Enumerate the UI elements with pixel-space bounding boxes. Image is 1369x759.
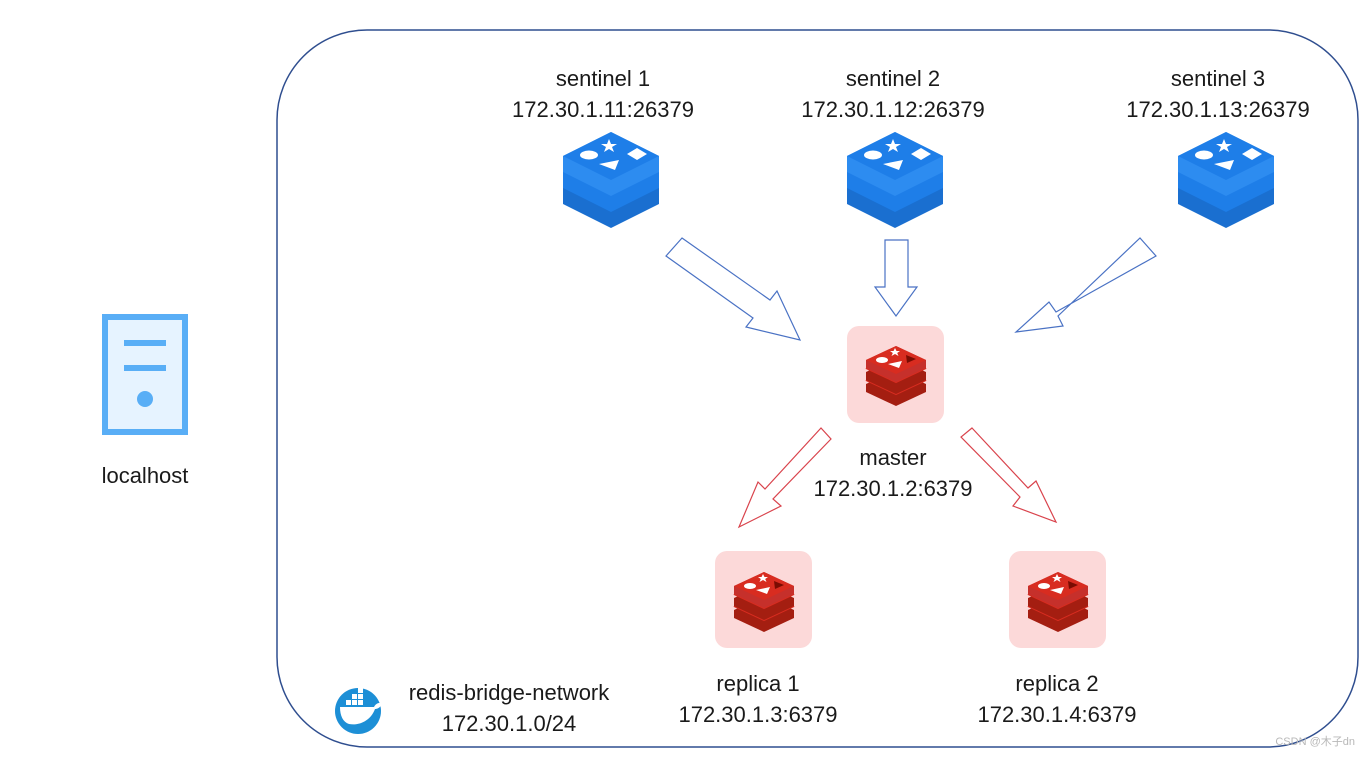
sentinel-2-arrow [873,239,919,318]
docker-icon [335,688,382,734]
replica-2-address: 172.30.1.4:6379 [977,702,1137,727]
network-name: redis-bridge-network [408,680,610,705]
replica-2-arrow [960,427,1058,524]
network-subnet: 172.30.1.0/24 [441,711,577,736]
sentinel-1-name: sentinel 1 [555,66,651,91]
replica-1-node [715,551,812,648]
sentinel-2-icon [845,130,945,230]
watermark: CSDN @木子dn [1275,736,1355,748]
network-boundary [276,29,1359,748]
sentinel-2-address: 172.30.1.12:26379 [801,97,985,122]
replica-2-node [1009,551,1106,648]
replica-1-arrow [737,427,832,529]
localhost-label: localhost [101,463,189,488]
sentinel-2-name: sentinel 2 [845,66,941,91]
sentinel-1-arrow [665,237,802,341]
sentinel-3-arrow [1014,237,1157,333]
sentinel-1-icon [561,130,661,230]
master-address: 172.30.1.2:6379 [813,476,973,501]
replica-2-name: replica 2 [1015,671,1099,696]
master-name: master [859,445,927,470]
master-node [847,326,944,423]
sentinel-3-name: sentinel 3 [1170,66,1266,91]
replica-1-name: replica 1 [716,671,800,696]
server-icon [102,314,188,435]
sentinel-3-icon [1176,130,1276,230]
replica-1-address: 172.30.1.3:6379 [678,702,838,727]
sentinel-3-address: 172.30.1.13:26379 [1126,97,1310,122]
sentinel-1-address: 172.30.1.11:26379 [512,97,694,122]
